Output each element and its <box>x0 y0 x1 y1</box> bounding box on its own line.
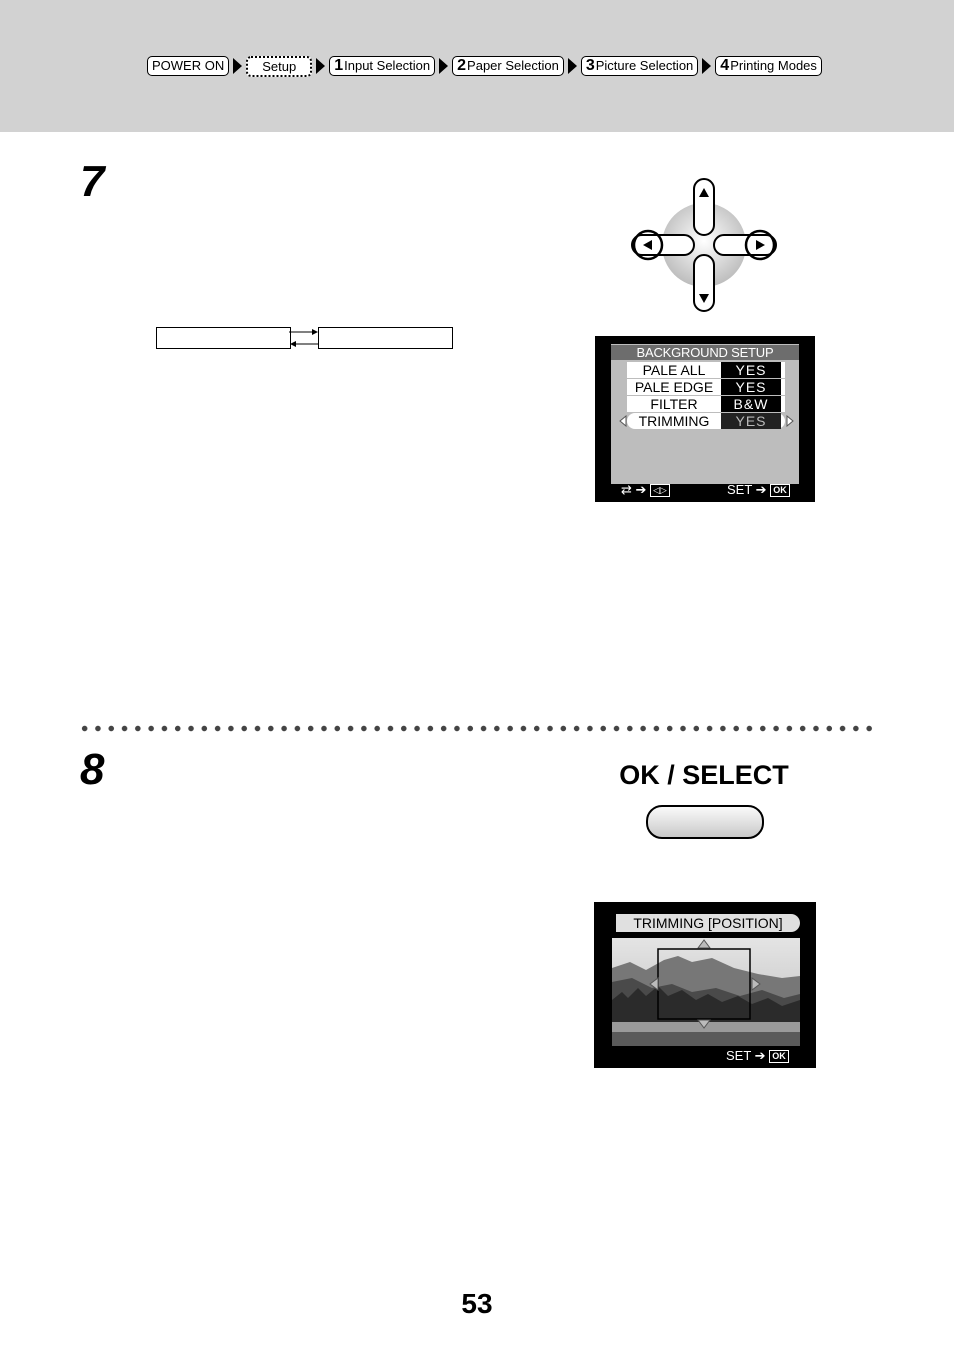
menu-row: PALE EDGE YES <box>627 379 785 395</box>
screen-title: BACKGROUND SETUP <box>611 345 799 360</box>
arrow-right-icon <box>702 58 712 74</box>
ok-select-button <box>646 805 764 839</box>
step-number-8: 8 <box>80 745 105 794</box>
page-number: 53 <box>461 1288 493 1319</box>
crumb-setup: Setup <box>246 55 313 77</box>
menu-label: TRIMMING <box>638 413 710 429</box>
footer-right: SET ➔ OK <box>727 482 790 498</box>
arrow-right-icon <box>316 58 326 74</box>
lcd-trimming-position: TRIMMING [POSITION] SET ➔ OK <box>594 902 816 1068</box>
menu-label: PALE ALL <box>642 362 706 378</box>
left-arrow-icon <box>619 415 627 427</box>
option-box-right <box>318 327 453 349</box>
ok-select-label: OK / SELECT <box>619 760 789 790</box>
crumb-power-on: POWER ON <box>147 56 230 76</box>
menu-value: YES <box>721 379 781 395</box>
menu-row: FILTER B&W <box>627 396 785 412</box>
menu-row-selected: TRIMMING YES <box>627 413 785 429</box>
arrow-right-icon <box>233 58 243 74</box>
left-right-key-icon: ◁▷ <box>650 484 670 498</box>
menu-label: PALE EDGE <box>634 379 714 395</box>
dotted-divider <box>78 725 878 732</box>
ok-key-icon: OK <box>770 484 790 498</box>
toggle-arrows-icon <box>289 329 318 347</box>
right-arrow-icon <box>786 415 794 427</box>
lcd-background-setup: BACKGROUND SETUP PALE ALL YES PALE EDGE … <box>595 336 815 502</box>
landscape-photo <box>612 938 800 1046</box>
arrow-right-icon <box>439 58 449 74</box>
menu-row: PALE ALL YES <box>627 362 785 378</box>
arrow-right-icon <box>567 58 577 74</box>
footer-left: ⇄ ➔ ◁▷ <box>621 482 670 498</box>
footer-right: SET ➔ OK <box>726 1048 789 1064</box>
menu-label: FILTER <box>650 396 698 412</box>
step-number-7: 7 <box>80 157 105 206</box>
dpad-icon <box>631 178 777 312</box>
option-box-left <box>156 327 291 349</box>
menu-value: YES <box>721 362 781 378</box>
menu-value: B&W <box>721 396 781 412</box>
ok-key-icon: OK <box>769 1050 789 1064</box>
menu-value: YES <box>721 413 781 429</box>
screen-title: TRIMMING [POSITION] <box>616 914 800 932</box>
